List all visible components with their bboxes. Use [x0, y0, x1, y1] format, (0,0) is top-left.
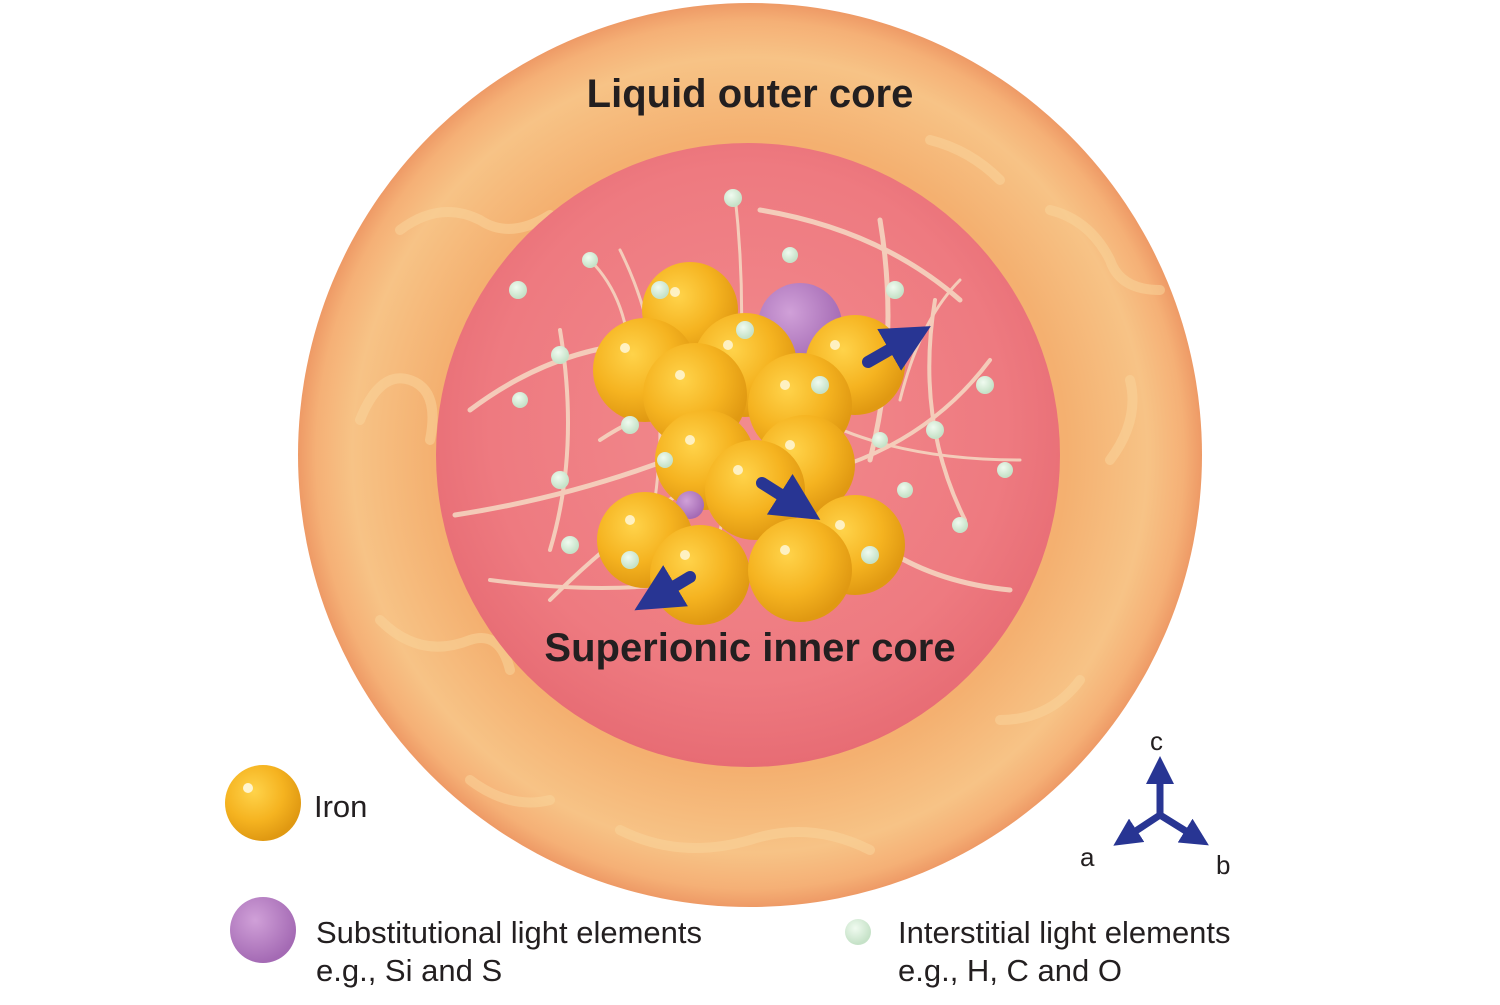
legend-interstitial-icon	[845, 919, 871, 945]
motion-arrows	[634, 326, 931, 611]
legend-iron-icon	[225, 765, 301, 841]
outer-core-swirls	[355, 135, 1165, 855]
legend-interstitial-line2: e.g., H, C and O	[898, 953, 1122, 988]
motion-arrow	[756, 473, 821, 520]
motion-arrow	[862, 326, 931, 371]
axis-b-label: b	[1216, 850, 1231, 880]
iron-atom	[748, 518, 852, 622]
axis-c-label: c	[1150, 726, 1163, 756]
iron-atom	[650, 525, 750, 625]
legend-interstitial-line1: Interstitial light elements	[898, 915, 1231, 950]
axis-a-label: a	[1080, 842, 1095, 872]
legend-interstitial-label: Interstitial light elements e.g., H, C a…	[898, 914, 1231, 990]
legend-substitutional-line2: e.g., Si and S	[316, 953, 503, 988]
motion-arrow	[634, 565, 696, 611]
axis-a	[1113, 811, 1164, 846]
interstitial-trails	[452, 193, 1022, 602]
interstitial-atoms	[509, 189, 1013, 569]
legend-substitutional-icon	[230, 897, 296, 963]
outer-core-title: Liquid outer core	[586, 72, 914, 116]
crystal-axes	[1113, 756, 1209, 846]
axis-b	[1156, 811, 1209, 846]
legend-substitutional-label: Substitutional light elements e.g., Si a…	[316, 914, 702, 990]
legend-iron-label: Iron	[314, 789, 368, 824]
legend-substitutional-line1: Substitutional light elements	[316, 915, 703, 950]
inner-core-title: Superionic inner core	[544, 626, 956, 670]
